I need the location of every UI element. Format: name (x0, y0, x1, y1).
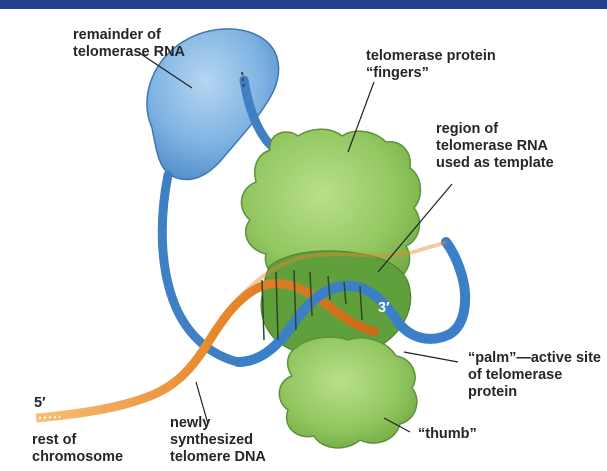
helix-rungs (261, 269, 363, 341)
protein-thumb (278, 336, 418, 449)
protein-fingers (240, 128, 422, 295)
label-fingers: telomerase protein“fingers” (366, 48, 496, 81)
header-bar (0, 0, 607, 9)
dna-orange-strand (35, 278, 379, 423)
telomerase-rna-blob (146, 28, 280, 181)
label-five-prime: 5′ (34, 395, 46, 411)
label-thumb: “thumb” (418, 426, 477, 442)
leader-lines (137, 51, 459, 433)
rna-strand-left (157, 170, 243, 367)
label-three-prime: 3′ (378, 300, 390, 316)
